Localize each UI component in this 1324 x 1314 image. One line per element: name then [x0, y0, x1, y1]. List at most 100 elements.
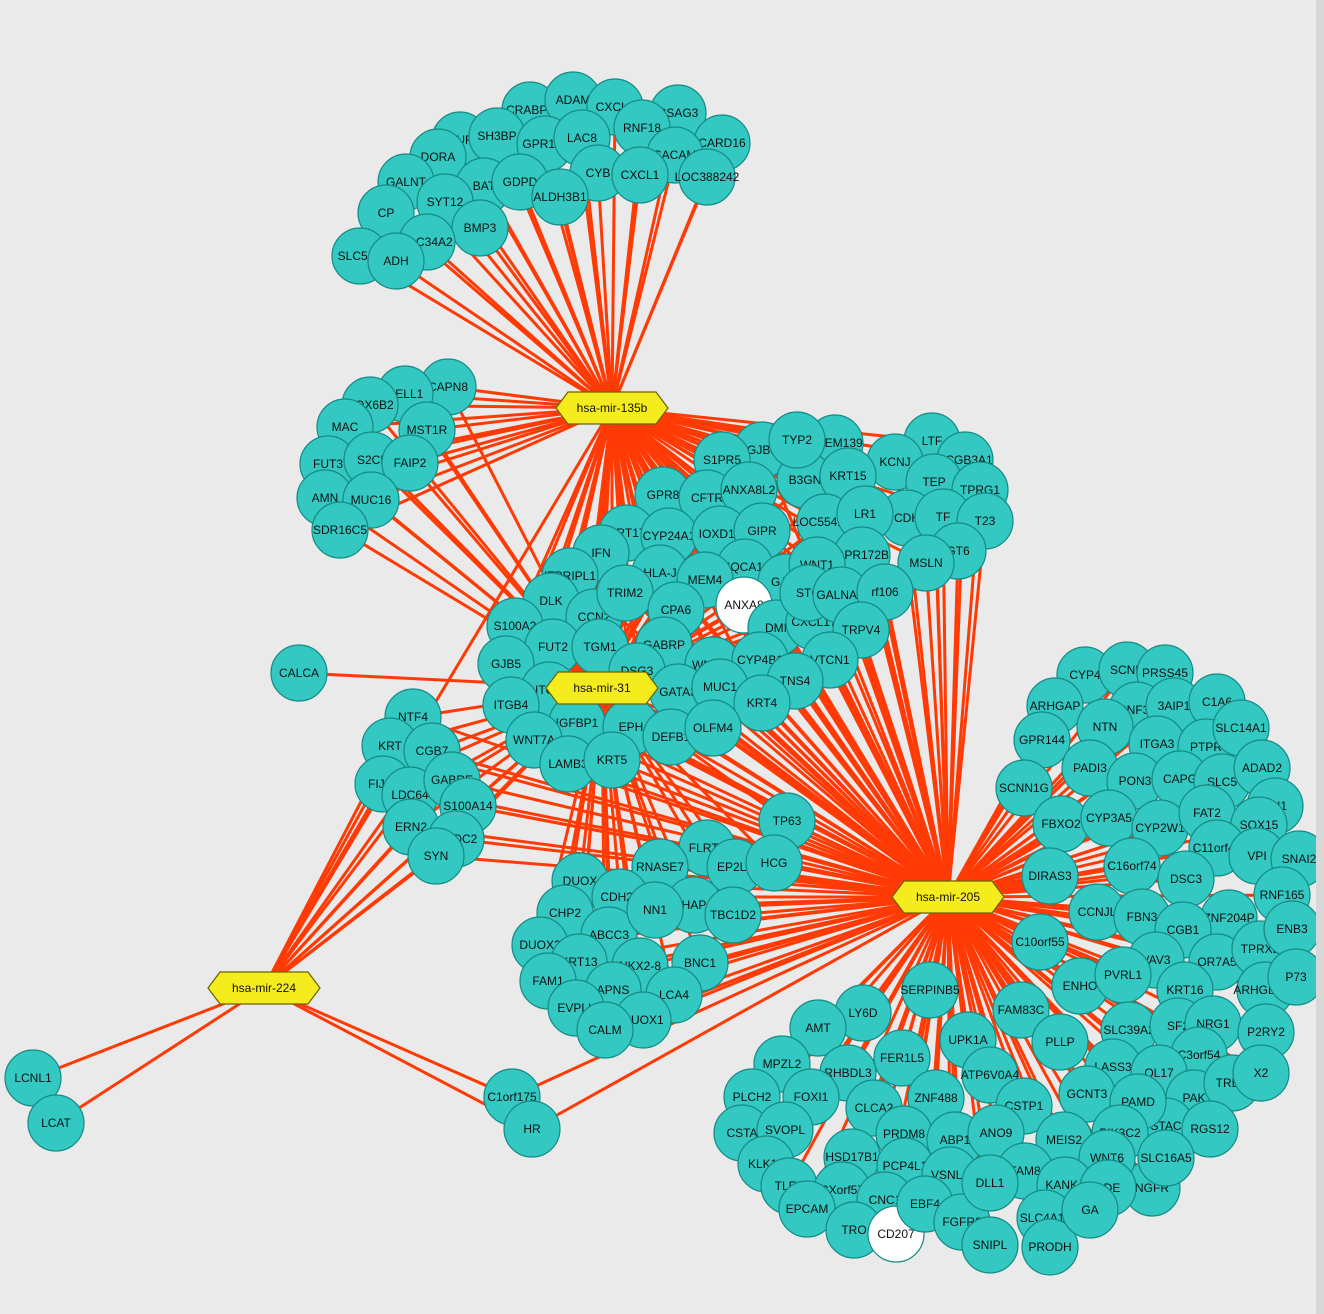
gene-node-CXCL1[interactable]: CXCL1	[611, 146, 669, 204]
gene-node-label: CGB1	[1167, 923, 1200, 937]
gene-node-label: IQCA1	[727, 560, 763, 574]
gene-node-GATA3[interactable]: GATA3	[649, 663, 707, 721]
gene-node-label: TRPV4	[842, 623, 881, 637]
gene-node-P73[interactable]: P73	[1267, 948, 1324, 1006]
gene-node-AMT[interactable]: AMT	[789, 999, 847, 1057]
gene-node-label: CYP4B1	[737, 653, 783, 667]
gene-node-ALDH3B1[interactable]: ALDH3B1	[531, 168, 589, 226]
gene-node-ENB3[interactable]: ENB3	[1263, 900, 1321, 958]
vertical-scrollbar[interactable]	[1316, 0, 1324, 1314]
mirna-node-hsa-mir-205[interactable]: hsa-mir-205	[891, 880, 1005, 914]
gene-node-label: DORA	[421, 150, 456, 164]
gene-node-label: CYP3A5	[1086, 811, 1132, 825]
gene-node-label: X2	[1254, 1066, 1269, 1080]
gene-node-label: LAC8	[567, 131, 597, 145]
gene-node-NN1[interactable]: NN1	[626, 881, 684, 939]
gene-node-CALCA[interactable]: CALCA	[270, 644, 328, 702]
gene-node-label: HR	[523, 1122, 541, 1136]
mirna-label: hsa-mir-31	[573, 681, 631, 695]
gene-node-label: SF2	[1167, 1019, 1189, 1033]
gene-node-X2[interactable]: X2	[1232, 1044, 1290, 1102]
gene-node-CALM[interactable]: CALM	[576, 1001, 634, 1059]
gene-node-circle	[1232, 1044, 1290, 1102]
gene-node-MSLN[interactable]: MSLN	[897, 534, 955, 592]
gene-node-label: SNAI2	[1282, 852, 1317, 866]
gene-node-SNIPL[interactable]: SNIPL	[961, 1216, 1019, 1274]
gene-node-LCNL1[interactable]: LCNL1	[4, 1049, 62, 1107]
gene-node-KRT5[interactable]: KRT5	[583, 731, 641, 789]
gene-node-FAM83C[interactable]: FAM83C	[992, 981, 1050, 1039]
gene-node-label: IFN	[591, 546, 610, 560]
gene-node-PVRL1[interactable]: PVRL1	[1094, 946, 1152, 1004]
gene-node-HR[interactable]: HR	[503, 1100, 561, 1158]
gene-node-label: EP2L1	[717, 860, 753, 874]
gene-node-GA[interactable]: GA	[1061, 1181, 1119, 1239]
mirna-node-hsa-mir-224[interactable]: hsa-mir-224	[207, 971, 321, 1005]
gene-node-RGS12[interactable]: RGS12	[1181, 1100, 1239, 1158]
gene-node-circle	[1011, 913, 1069, 971]
gene-node-LR1[interactable]: LR1	[836, 485, 894, 543]
gene-node-CP[interactable]: CP	[357, 184, 415, 242]
gene-node-PLLP[interactable]: PLLP	[1031, 1013, 1089, 1071]
gene-node-CYP3A5[interactable]: CYP3A5	[1080, 789, 1138, 847]
gene-node-LOC388242[interactable]: LOC388242	[675, 148, 740, 206]
gene-node-label: FER1L5	[880, 1051, 924, 1065]
gene-node-RNASE7[interactable]: RNASE7	[631, 838, 689, 896]
gene-node-PRODH[interactable]: PRODH	[1021, 1218, 1079, 1276]
gene-node-LY6D[interactable]: LY6D	[834, 984, 892, 1042]
gene-node-label: S2CL	[357, 453, 387, 467]
gene-node-CCNJL[interactable]: CCNJL	[1068, 883, 1126, 941]
gene-node-label: OL17	[1144, 1066, 1174, 1080]
gene-node-label: RGS12	[1190, 1122, 1230, 1136]
gene-node-LAMB3[interactable]: LAMB3	[539, 735, 597, 793]
gene-node-circle	[576, 1001, 634, 1059]
gene-node-BMP3[interactable]: BMP3	[451, 199, 509, 257]
gene-node-C10orf55[interactable]: C10orf55	[1011, 913, 1069, 971]
gene-node-HCG[interactable]: HCG	[745, 834, 803, 892]
gene-node-SCNN1G[interactable]: SCNN1G	[995, 759, 1053, 817]
gene-node-FER1L5[interactable]: FER1L5	[873, 1029, 931, 1087]
gene-node-label: FAT2	[1193, 806, 1221, 820]
gene-node-FAIP2[interactable]: FAIP2	[381, 434, 439, 492]
gene-node-FBXO2[interactable]: FBXO2	[1032, 795, 1090, 853]
gene-node-SH3BP[interactable]: SH3BP	[468, 107, 526, 165]
gene-node-DSC3[interactable]: DSC3	[1157, 850, 1215, 908]
gene-node-circle	[596, 564, 654, 622]
edge-hsa-mir-205-C1orf175	[511, 895, 949, 1099]
gene-node-ENHO[interactable]: ENHO	[1051, 957, 1109, 1015]
gene-node-SERPINB5[interactable]: SERPINB5	[900, 961, 960, 1019]
gene-node-label: PLLP	[1045, 1035, 1074, 1049]
gene-node-PADI3[interactable]: PADI3	[1061, 739, 1119, 797]
gene-node-TYP2[interactable]: TYP2	[768, 411, 826, 469]
gene-node-GPR144[interactable]: GPR144	[1013, 711, 1071, 769]
gene-node-SDR16C5[interactable]: SDR16C5	[311, 501, 369, 559]
gene-node-DIRAS3[interactable]: DIRAS3	[1021, 847, 1079, 905]
gene-node-circle	[992, 981, 1050, 1039]
mirna-node-hsa-mir-31[interactable]: hsa-mir-31	[545, 671, 659, 705]
gene-node-OLFM4[interactable]: OLFM4	[684, 699, 742, 757]
mirna-node-hsa-mir-135b[interactable]: hsa-mir-135b	[555, 391, 669, 425]
gene-node-ADH[interactable]: ADH	[367, 232, 425, 290]
gene-node-label: DLL1	[976, 1176, 1005, 1190]
gene-node-SYN[interactable]: SYN	[407, 827, 465, 885]
gene-node-circle	[531, 168, 589, 226]
gene-node-label: APNS	[597, 983, 630, 997]
gene-node-circle	[381, 434, 439, 492]
gene-node-label: VSNL1	[931, 1168, 969, 1182]
gene-node-label: CYP4	[1069, 668, 1101, 682]
gene-node-SLC16A5[interactable]: SLC16A5	[1137, 1129, 1195, 1187]
gene-node-label: PRSS45	[1142, 666, 1188, 680]
gene-node-GCNT3[interactable]: GCNT3	[1058, 1065, 1116, 1123]
gene-node-LCAT[interactable]: LCAT	[27, 1094, 85, 1152]
gene-node-C16orf74[interactable]: C16orf74	[1103, 837, 1161, 895]
gene-node-label: CLCA2	[855, 1101, 894, 1115]
gene-node-label: LTF	[922, 434, 942, 448]
gene-node-KRT4[interactable]: KRT4	[733, 674, 791, 732]
gene-node-circle	[4, 1049, 62, 1107]
gene-node-label: TYP2	[782, 433, 812, 447]
gene-node-TBC1D2[interactable]: TBC1D2	[704, 886, 762, 944]
gene-node-DLL1[interactable]: DLL1	[961, 1154, 1019, 1212]
gene-node-TRIM2[interactable]: TRIM2	[596, 564, 654, 622]
gene-node-label: TF	[936, 510, 951, 524]
